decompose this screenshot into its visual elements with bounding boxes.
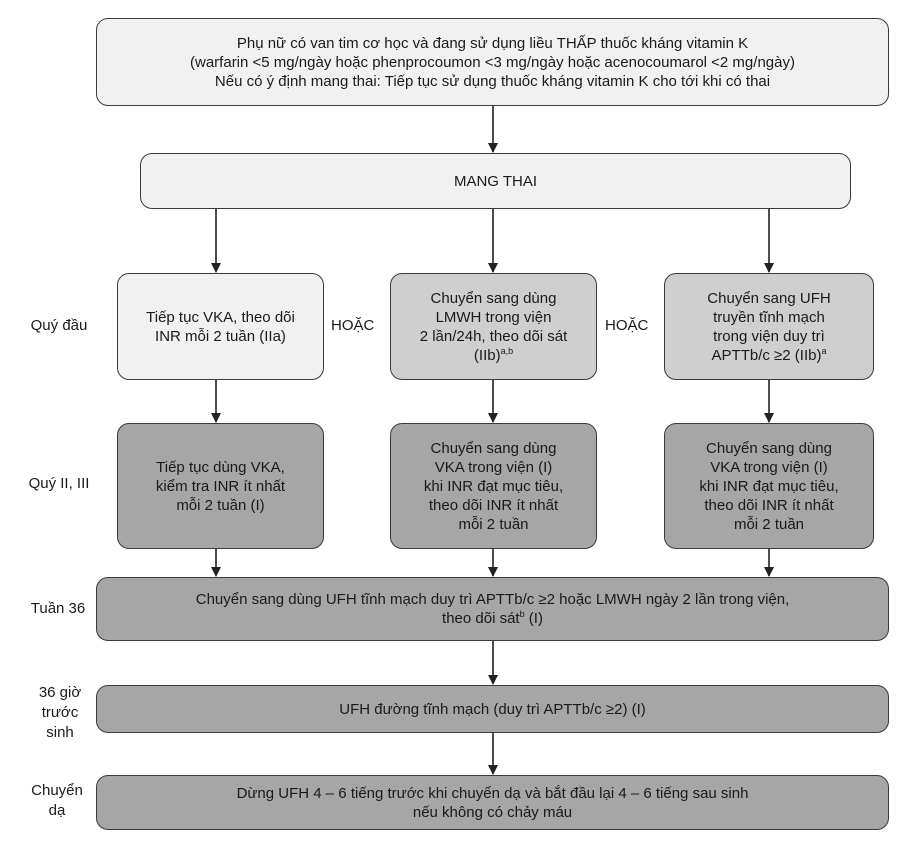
row-label-second-third-trimester: Quý II, III xyxy=(28,475,90,492)
row-label-week36: Tuần 36 xyxy=(30,600,86,617)
pregnancy-box: MANG THAI xyxy=(140,153,851,209)
second-third-middle-box: Chuyển sang dùng VKA trong viện (I) khi … xyxy=(390,423,597,549)
row-label-before-birth: 36 giờ trước sinh xyxy=(38,684,82,741)
second-third-vka-box: Tiếp tục dùng VKA, kiểm tra INR ít nhất … xyxy=(117,423,324,549)
labor-box: Dừng UFH 4 – 6 tiếng trước khi chuyển dạ… xyxy=(96,775,889,830)
initial-condition-line-3: Nếu có ý định mang thai: Tiếp tục sử dụn… xyxy=(214,72,771,90)
week36-box: Chuyển sang dùng UFH tĩnh mạch duy trì A… xyxy=(96,577,889,641)
or-label-2: HOẶC xyxy=(605,317,649,334)
pregnancy-label: MANG THAI xyxy=(453,172,538,190)
or-label-1: HOẶC xyxy=(331,317,375,334)
first-trimester-lmwh-box: Chuyển sang dùng LMWH trong viện 2 lần/2… xyxy=(390,273,597,380)
initial-condition-box: Phụ nữ có van tim cơ học và đang sử dụng… xyxy=(96,18,889,106)
initial-condition-line-2: (warfarin <5 mg/ngày hoặc phenprocoumon … xyxy=(190,53,795,71)
row-label-first-trimester: Quý đầu xyxy=(30,317,88,334)
second-third-right-box: Chuyển sang dùng VKA trong viện (I) khi … xyxy=(664,423,874,549)
row-label-labor: Chuyển dạ xyxy=(31,782,83,819)
first-trimester-ufh-box: Chuyển sang UFH truyền tĩnh mạch trong v… xyxy=(664,273,874,380)
initial-condition-line-1: Phụ nữ có van tim cơ học và đang sử dụng… xyxy=(236,34,749,52)
first-trimester-vka-box: Tiếp tục VKA, theo dõi INR mỗi 2 tuần (I… xyxy=(117,273,324,380)
before-birth-box: UFH đường tĩnh mạch (duy trì APTTb/c ≥2)… xyxy=(96,685,889,733)
